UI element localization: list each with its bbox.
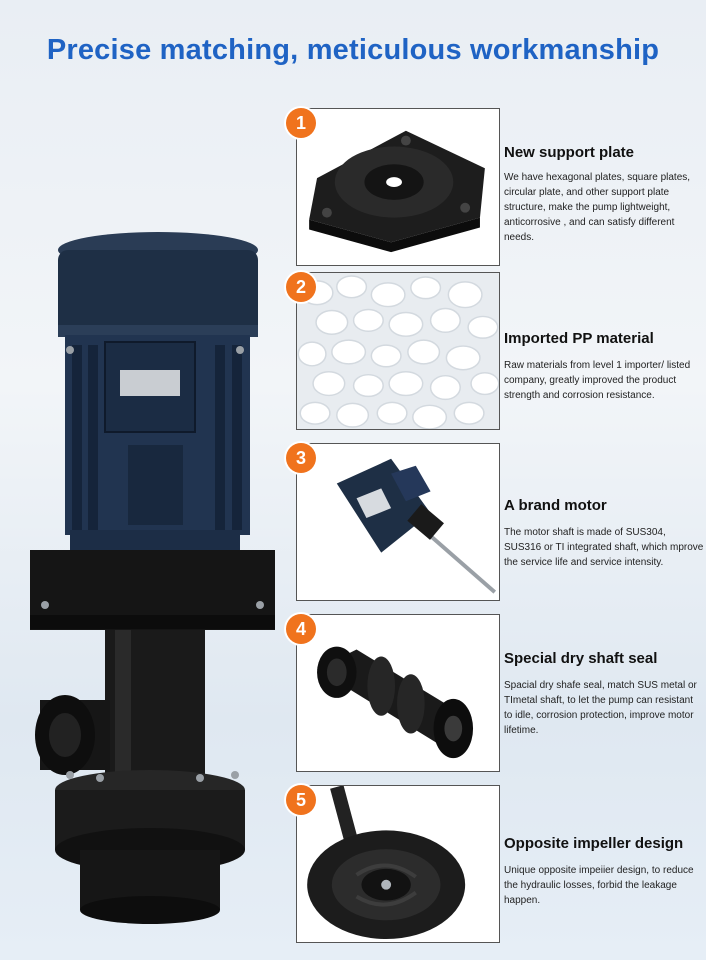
feature-description: The motor shaft is made of SUS304, SUS31… [504,527,704,568]
motor-photo [296,443,500,601]
feature-title: Opposite impeller design [504,835,684,852]
page-title: Precise matching, meticulous workmanship [46,34,660,66]
feature-title: Imported PP material [504,330,654,347]
feature-title: New support plate [504,144,635,161]
feature-number-badge: 4 [286,614,316,644]
impeller-photo [296,785,500,943]
feature-item-4: 4 Special dry shaft seal Spacial dry sha… [286,614,706,774]
feature-title: A brand motor [504,497,607,514]
feature-item-3: 3 A brand motor The motor shaft is made … [286,443,706,603]
feature-description: We have hexagonal plates, square plates,… [504,172,691,243]
feature-item-2: 2 Imported PP material Raw materials fro… [286,272,706,432]
feature-number-badge: 2 [286,272,316,302]
feature-number-badge: 3 [286,443,316,473]
pp-pellets-photo [296,272,500,430]
pump-illustration [10,230,290,960]
support-plate-photo [296,108,500,266]
feature-number-badge: 5 [286,785,316,815]
feature-number-badge: 1 [286,108,316,138]
feature-description: Spacial dry shafe seal, match SUS metal … [504,680,697,736]
feature-description: Raw materials from level 1 importer/ lis… [504,360,691,401]
feature-item-5: 5 Opposite impeller design Unique opposi… [286,785,706,945]
feature-item-1: 1 New support plate We have hexagonal pl… [286,108,706,268]
feature-title: Special dry shaft seal [504,650,658,667]
shaft-seal-photo [296,614,500,772]
feature-description: Unique opposite impeiier design, to redu… [504,865,694,906]
